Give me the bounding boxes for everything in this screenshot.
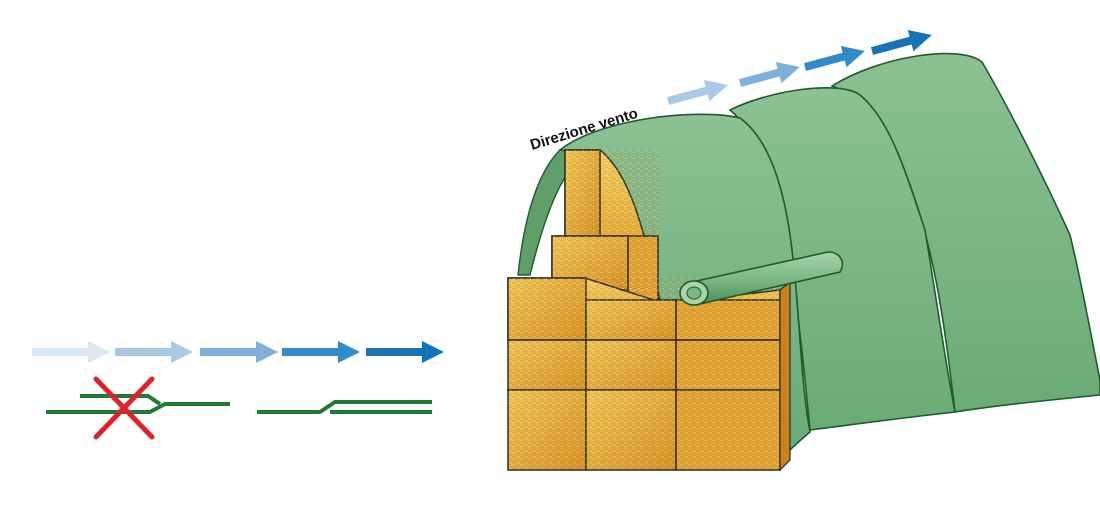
overlap-correct [257,400,432,414]
sheet-upper-line [80,394,162,406]
wind-arrow-icon [803,46,865,71]
wind-arrow-icon [115,341,193,363]
wind-arrows-top [666,30,932,105]
wind-arrow-icon [32,341,110,363]
wind-arrow-icon [666,80,728,105]
wind-arrow-icon [738,62,800,87]
covered-silage-stack [507,52,1100,472]
hay-bales [507,149,791,472]
wind-arrow-icon [200,341,278,363]
sheet-lower-line [46,402,230,414]
wind-arrow-icon [366,341,444,363]
overlap-incorrect [46,376,230,440]
rolled-sheet [679,251,844,306]
wind-arrow-icon [282,341,360,363]
wind-arrow-icon [870,30,932,55]
wind-arrows-left [32,341,444,363]
cross-icon [93,376,155,440]
hay-stack-side [779,280,791,472]
